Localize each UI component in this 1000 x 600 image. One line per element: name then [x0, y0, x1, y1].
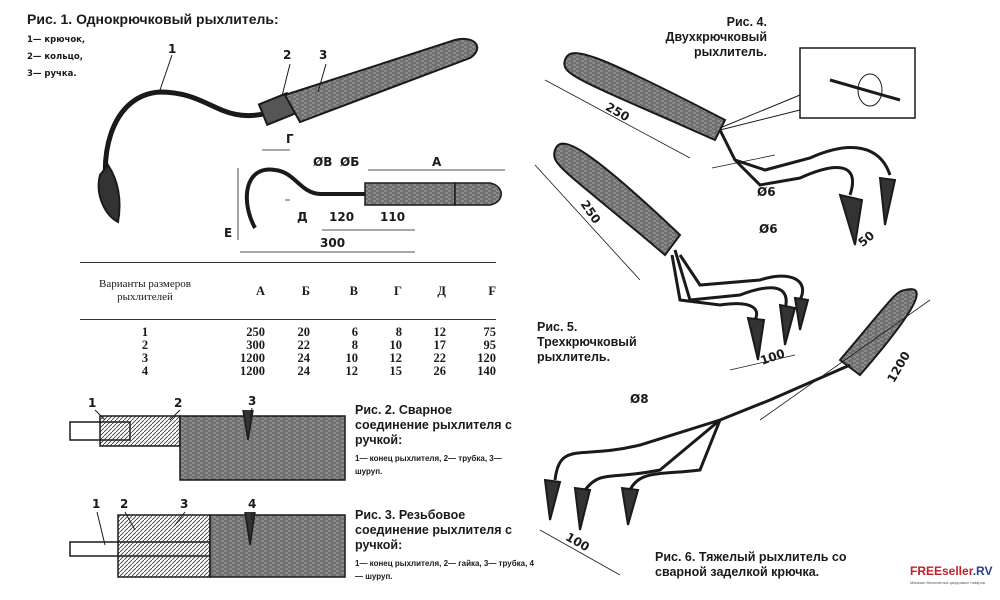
fig1-title: Рис. 1. Однокрючковый рыхлитель:: [27, 11, 279, 27]
dim-b: ØБ: [340, 155, 360, 169]
fig6-heavy-hoe: [539, 288, 931, 576]
table-cell: 17: [433, 338, 447, 352]
table-cell: 4: [141, 364, 149, 378]
table-cell: 12: [345, 364, 359, 378]
table-cell: 8: [395, 325, 402, 339]
table-cell: 24: [297, 351, 311, 365]
fig1-legend-item: 2— кольцо,: [27, 52, 83, 62]
fig5-three-hook-hoe: [534, 142, 810, 371]
table-header: F: [446, 262, 496, 320]
table-cell: 15: [389, 364, 403, 378]
fig5-title: Рис. 5. Трехкрючковый рыхлитель.: [537, 320, 637, 364]
dim-110: 110: [380, 210, 406, 224]
table-header: Варианты размеров рыхлителей: [80, 262, 210, 320]
hoe-size-table: Варианты размеров рыхлителей А Б В Г Д F…: [80, 262, 496, 378]
table-row: 2 300 22 8 10 17 95: [80, 339, 496, 352]
table-header: Б: [265, 262, 310, 320]
table-cell: 22: [433, 351, 447, 365]
fig3-title: Рис. 3. Резьбовое соединение рыхлителя с…: [355, 508, 512, 552]
fig1-legend-item: 1— крючок,: [27, 35, 86, 45]
fig4-two-hook-hoe: [544, 47, 916, 246]
table-cell: 3: [141, 351, 149, 365]
table-cell: 12: [433, 325, 447, 339]
watermark-brand: FREEseller: [910, 564, 973, 578]
table-cell: 26: [433, 364, 447, 378]
fig1-legend-item: 3— ручка.: [27, 69, 77, 79]
fig3-callout-3: 3: [180, 497, 189, 511]
fig3-threaded-joint-drawing: [69, 511, 346, 578]
fig1-single-hook-hoe: [97, 37, 479, 224]
fig3-callout-2: 2: [120, 497, 129, 511]
table-cell: 10: [389, 338, 403, 352]
table-cell: 20: [297, 325, 311, 339]
dim-v: ØВ: [313, 155, 333, 169]
fig3-callout-1: 1: [92, 497, 101, 511]
dim-120: 120: [329, 210, 355, 224]
table-cell: 75: [483, 325, 497, 339]
table-cell: 22: [297, 338, 311, 352]
table-header: Г: [358, 262, 402, 320]
table-cell: 24: [297, 364, 311, 378]
dim-a: А: [432, 155, 442, 169]
fig3-callout-4: 4: [248, 497, 257, 511]
fig4-title: Рис. 4. Двухкрючковый рыхлитель.: [665, 15, 767, 59]
dim-g: Г: [286, 132, 294, 146]
fig1-callout-3: 3: [319, 48, 328, 62]
table-header-row: Варианты размеров рыхлителей А Б В Г Д F: [80, 262, 496, 320]
fig2-welded-joint-drawing: [69, 407, 346, 481]
table-cell: 6: [351, 325, 358, 339]
table-row: 4 1200 24 12 15 26 140: [80, 365, 496, 378]
table-cell: 300: [246, 338, 265, 352]
table-cell: 120: [477, 351, 496, 365]
table-header: Д: [402, 262, 446, 320]
table-cell: 2: [141, 338, 149, 352]
table-cell: 1200: [240, 364, 265, 378]
table-cell: 1200: [240, 351, 265, 365]
table-cell: 250: [246, 325, 265, 339]
table-cell: 95: [483, 338, 497, 352]
watermark-tagline: Магазин бесплатных цифровых товаров: [910, 580, 985, 585]
table-cell: 10: [345, 351, 359, 365]
table-cell: 12: [389, 351, 403, 365]
fig2-legend: 1— конец рыхлителя, 2— трубка, 3— шуруп.: [355, 454, 502, 476]
fig4-dim-diameter: Ø6: [757, 185, 776, 199]
fig2-caption: Рис. 2. Сварное соединение рыхлителя с р…: [355, 403, 520, 478]
watermark-logo: FREEseller.RV Магазин бесплатных цифровы…: [910, 562, 993, 585]
fig1-dimension-drawing: [237, 149, 505, 253]
table-row: 3 1200 24 10 12 22 120: [80, 352, 496, 365]
fig3-legend: 1— конец рыхлителя, 2— гайка, 3— трубка,…: [355, 559, 534, 581]
table-cell: 8: [351, 338, 358, 352]
fig5-dim-diameter: Ø6: [759, 222, 778, 236]
dim-e: Е: [224, 226, 233, 240]
fig3-caption: Рис. 3. Резьбовое соединение рыхлителя с…: [355, 508, 535, 583]
fig6-dim-diameter: Ø8: [630, 392, 649, 406]
fig2-callout-2: 2: [174, 396, 183, 410]
table-header: А: [210, 262, 265, 320]
fig2-callout-3: 3: [248, 394, 257, 408]
fig1-callout-2: 2: [283, 48, 292, 62]
fig1-callout-1: 1: [168, 42, 177, 56]
fig2-callout-1: 1: [88, 396, 97, 410]
fig2-title: Рис. 2. Сварное соединение рыхлителя с р…: [355, 403, 512, 447]
table-row: 1 250 20 6 8 12 75: [80, 326, 496, 339]
table-cell: 1: [141, 325, 149, 339]
fig1-legend: 1— крючок, 2— кольцо, 3— ручка.: [27, 32, 85, 83]
dim-300: 300: [320, 236, 346, 250]
dim-d: Д: [297, 210, 308, 224]
table-cell: 140: [477, 364, 496, 378]
table-header: В: [310, 262, 358, 320]
watermark-tld: .RV: [972, 564, 993, 578]
fig6-title: Рис. 6. Тяжелый рыхлитель со сварной зад…: [655, 550, 847, 579]
